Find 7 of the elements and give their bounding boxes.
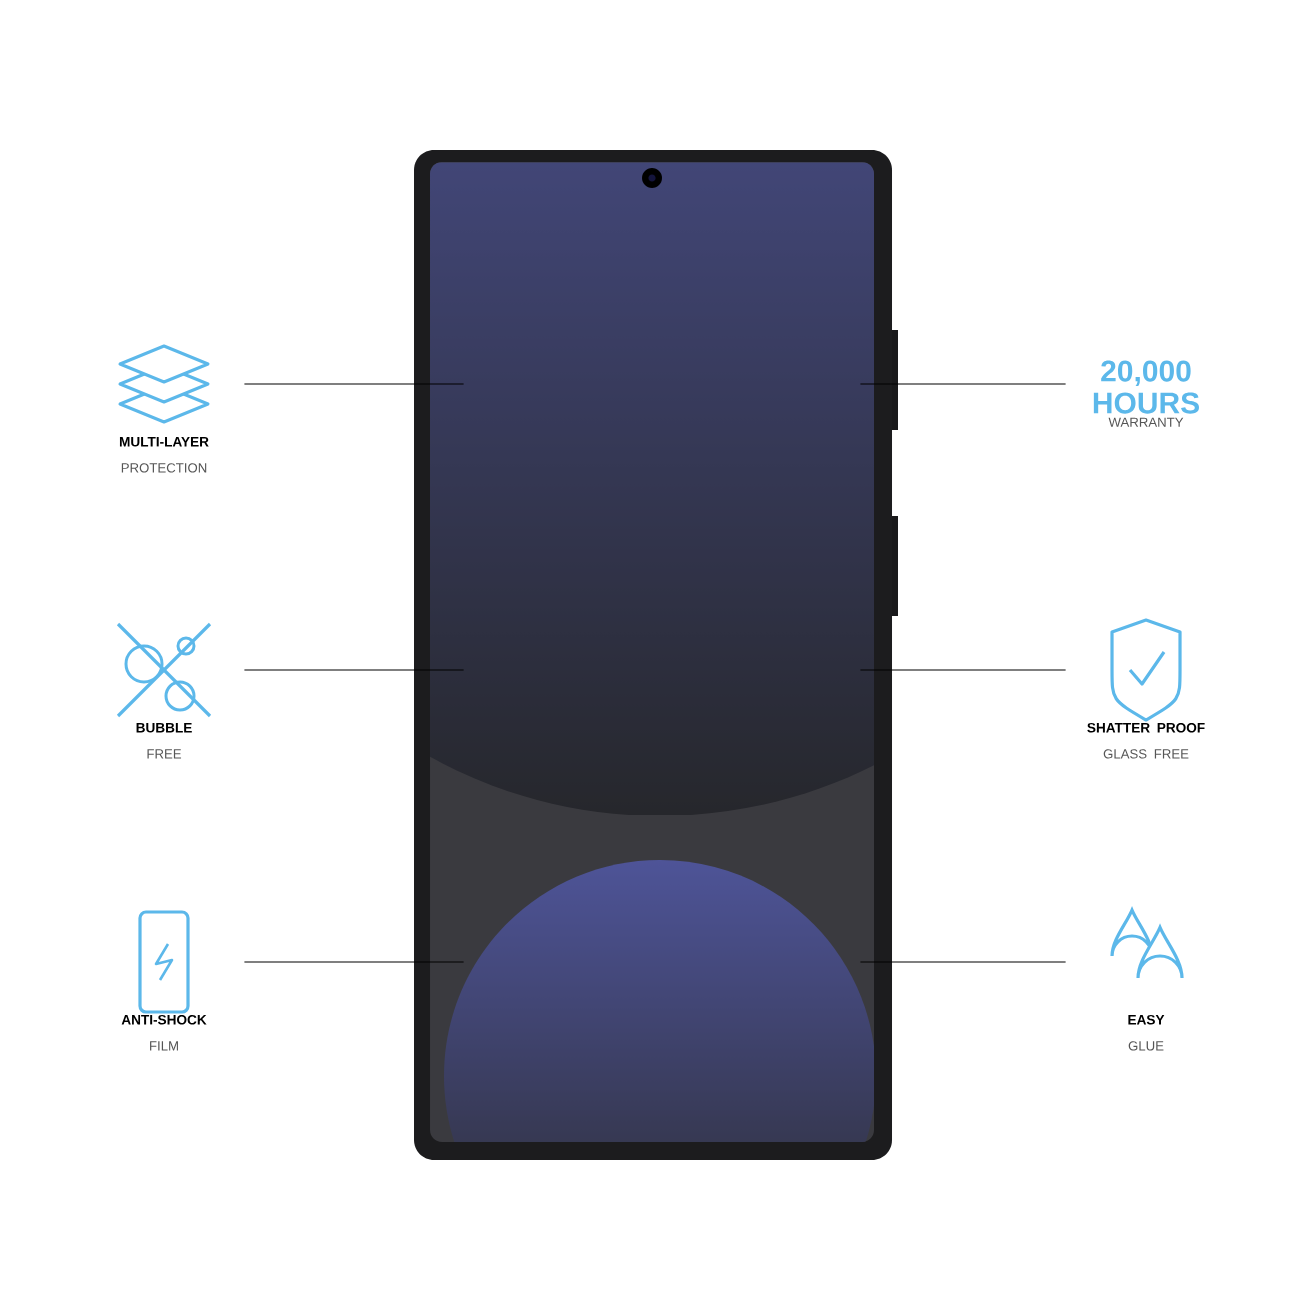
leader-line [243, 961, 465, 963]
leader-line [243, 669, 465, 671]
leader-line [243, 383, 465, 385]
leader-line [859, 669, 1067, 671]
leader-line [859, 961, 1067, 963]
phone-drawing [414, 150, 898, 1160]
leader-line [859, 383, 1067, 385]
